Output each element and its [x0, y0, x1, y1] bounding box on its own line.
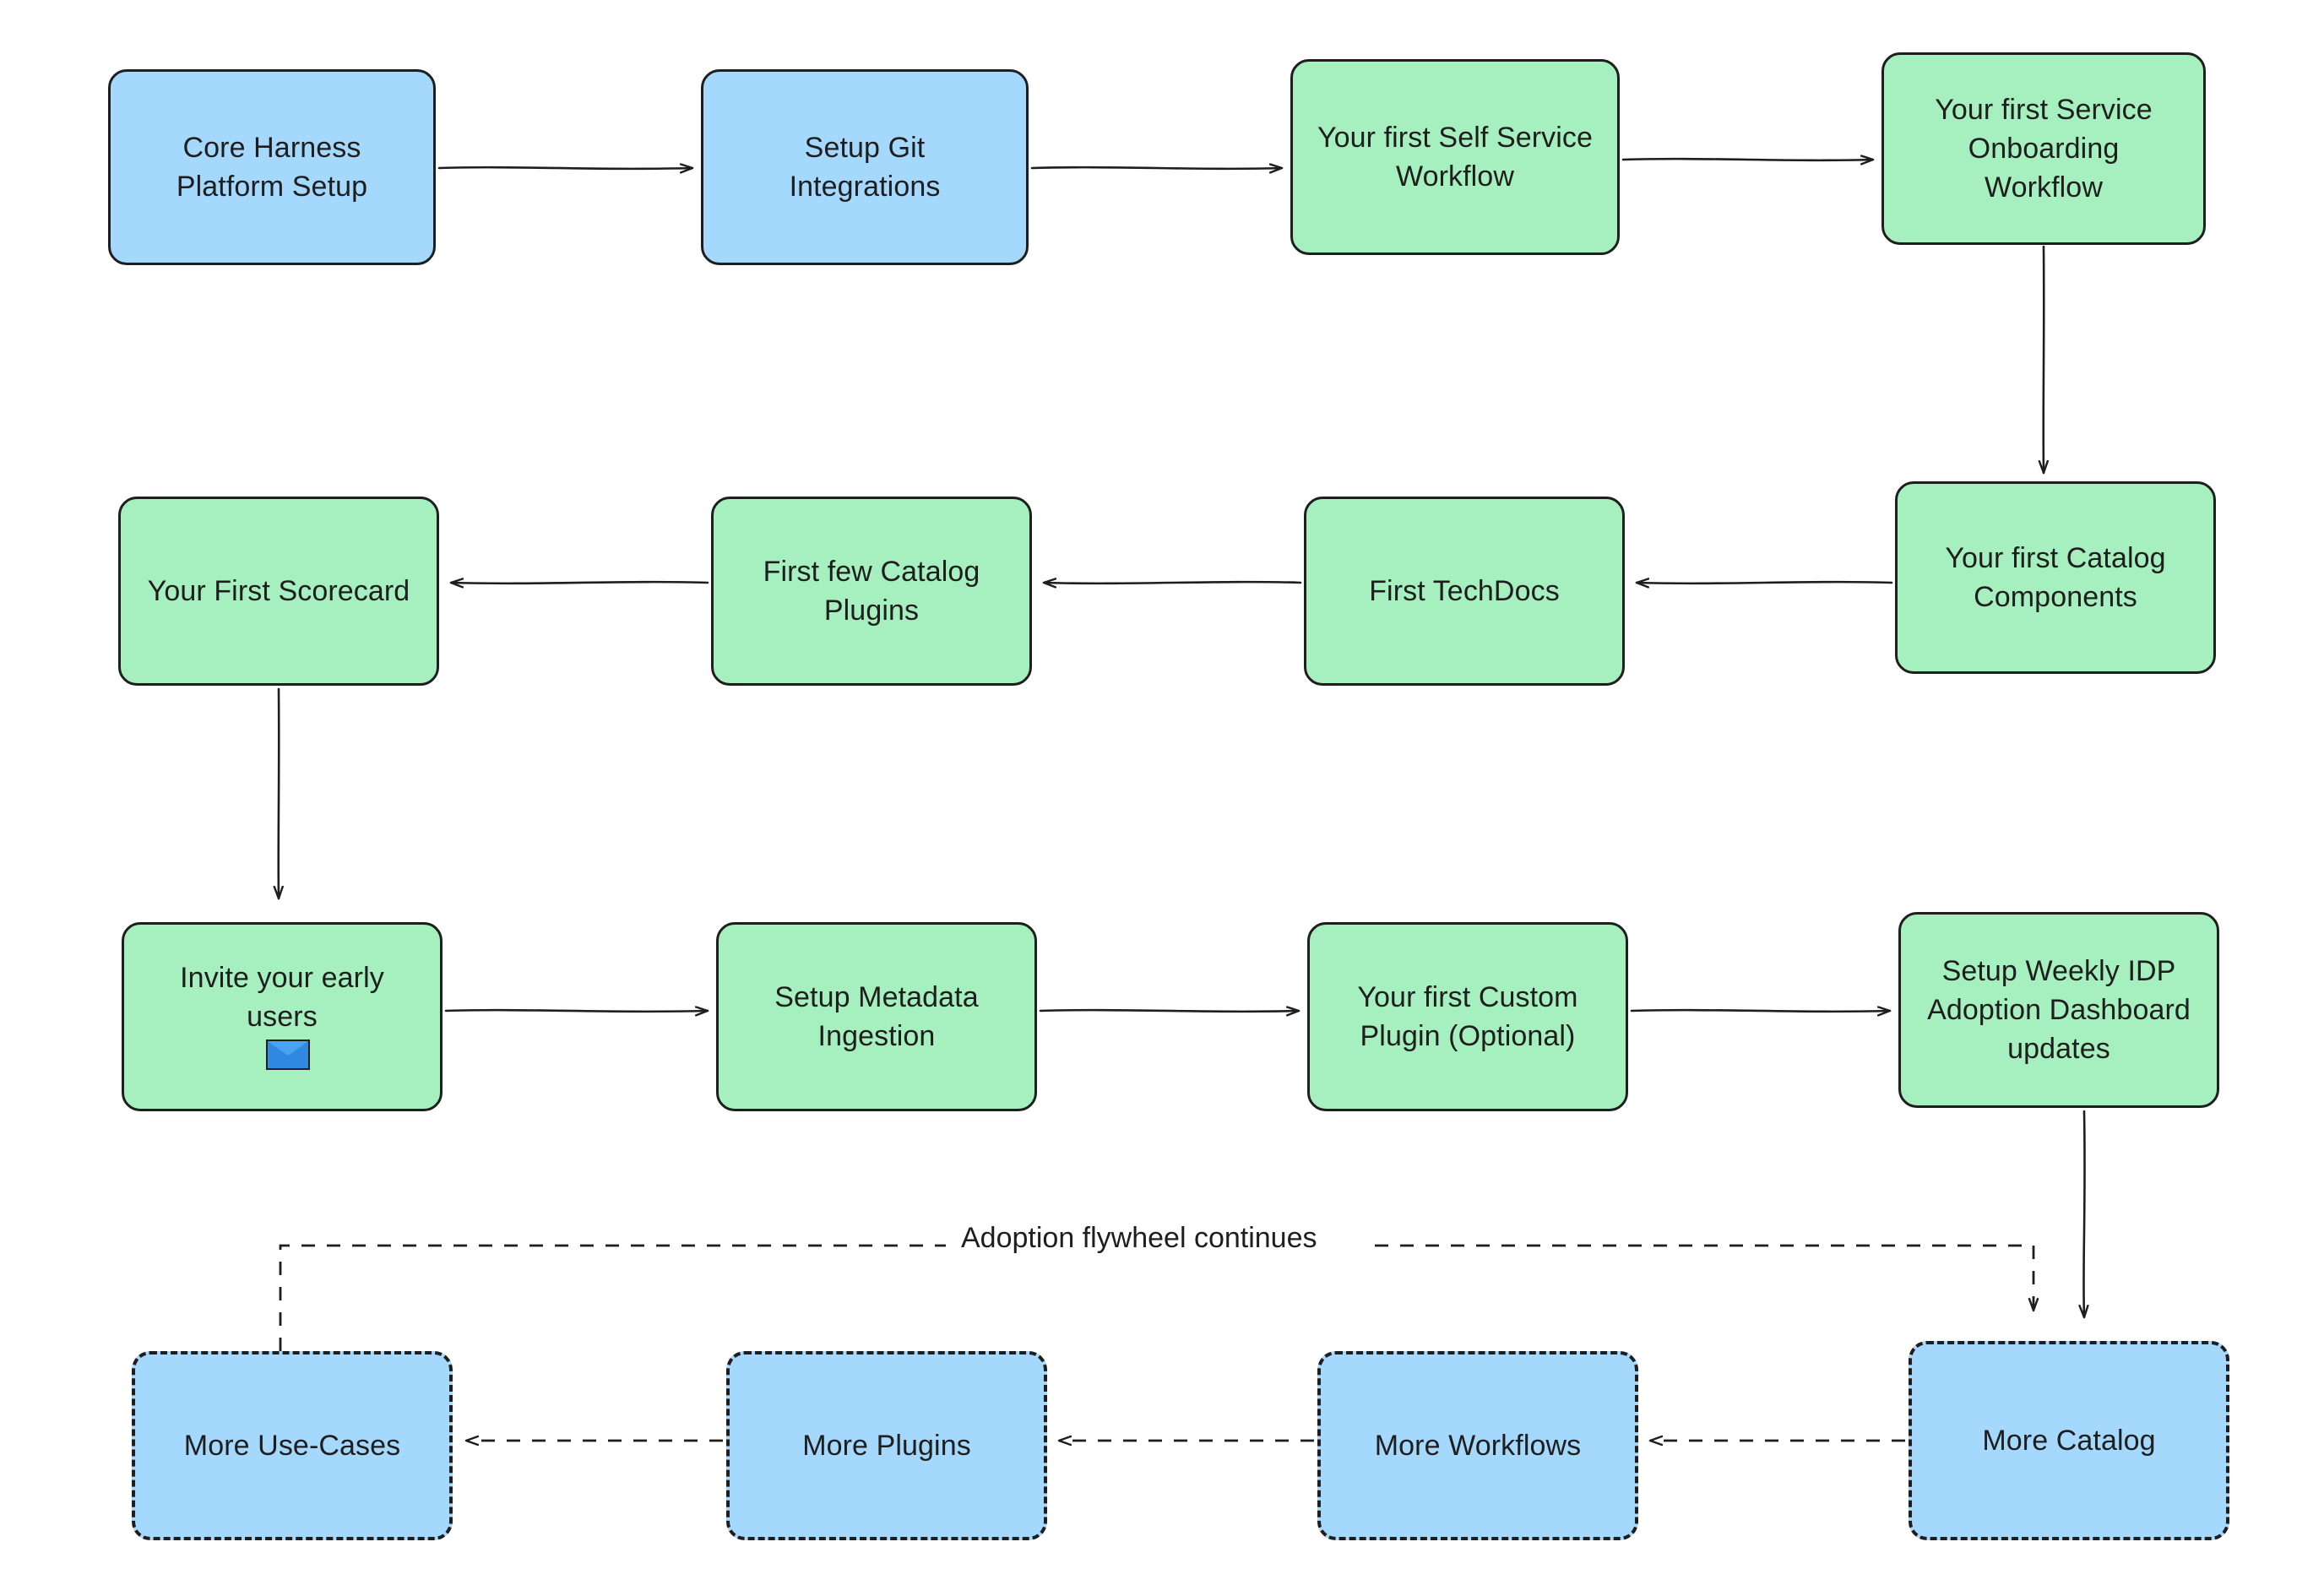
node-setup-git-integrations[interactable]: Setup Git Integrations [701, 69, 1029, 265]
edge-flywheel-loop-right [1375, 1244, 2033, 1311]
node-label: Invite your early users [180, 961, 384, 1033]
edge-selfservice-to-onboarding [1621, 159, 1875, 160]
edge-catalogcomponents-to-techdocs [1635, 582, 1893, 584]
node-first-few-catalog-plugins[interactable]: First few Catalog Plugins [711, 497, 1032, 686]
node-label: More Catalog [1982, 1424, 2156, 1457]
node-label: Your first Service Onboarding Workflow [1935, 93, 2153, 204]
edge-metadata-to-customplugin [1039, 1010, 1300, 1012]
node-your-first-scorecard[interactable]: Your First Scorecard [118, 497, 439, 686]
node-label: Setup Metadata Ingestion [774, 980, 979, 1052]
node-label-with-icon: Invite your early users [180, 958, 384, 1076]
node-label: First TechDocs [1369, 574, 1560, 607]
node-setup-weekly-idp-adoption-dashboard[interactable]: Setup Weekly IDP Adoption Dashboard upda… [1898, 912, 2219, 1108]
edge-core-to-git [437, 167, 694, 169]
node-label: Your first Custom Plugin (Optional) [1357, 980, 1578, 1052]
edge-scorecard-to-invite [279, 687, 280, 900]
node-label: Setup Git Integrations [789, 131, 941, 203]
node-your-first-custom-plugin[interactable]: Your first Custom Plugin (Optional) [1307, 922, 1628, 1111]
node-invite-your-early-users[interactable]: Invite your early users [122, 922, 443, 1111]
node-more-catalog[interactable]: More Catalog [1909, 1341, 2229, 1540]
node-more-use-cases[interactable]: More Use-Cases [132, 1351, 453, 1540]
node-your-first-catalog-components[interactable]: Your first Catalog Components [1895, 481, 2216, 674]
edge-label-adoption-flywheel-continues: Adoption flywheel continues [953, 1222, 1326, 1255]
node-label: More Use-Cases [183, 1429, 401, 1462]
edge-customplugin-to-idpdashboard [1630, 1010, 1892, 1012]
node-label: More Plugins [802, 1429, 971, 1462]
envelope-emoji-icon [265, 1040, 310, 1071]
edge-git-to-selfservice [1030, 167, 1284, 169]
edge-flywheel-loop [279, 1244, 946, 1351]
node-first-techdocs[interactable]: First TechDocs [1304, 497, 1625, 686]
edge-invite-to-metadata [444, 1010, 709, 1012]
node-label: More Workflows [1374, 1429, 1582, 1462]
node-more-workflows[interactable]: More Workflows [1317, 1351, 1638, 1540]
node-label: Core Harness Platform Setup [176, 131, 368, 203]
node-label: Your First Scorecard [147, 574, 410, 607]
node-label: Setup Weekly IDP Adoption Dashboard upda… [1927, 954, 2191, 1066]
node-your-first-self-service-workflow[interactable]: Your first Self Service Workflow [1290, 59, 1620, 255]
edge-idpdashboard-to-morecatalog [2083, 1110, 2084, 1319]
node-label: Your first Self Service Workflow [1317, 121, 1594, 193]
edge-catalogplugins-to-scorecard [449, 582, 709, 584]
node-label: First few Catalog Plugins [763, 555, 980, 627]
node-label: Your first Catalog Components [1945, 541, 2166, 613]
node-setup-metadata-ingestion[interactable]: Setup Metadata Ingestion [716, 922, 1037, 1111]
edge-techdocs-to-catalogplugins [1042, 582, 1302, 584]
node-more-plugins[interactable]: More Plugins [726, 1351, 1047, 1540]
node-your-first-service-onboarding-workflow[interactable]: Your first Service Onboarding Workflow [1881, 52, 2206, 245]
node-core-harness-platform-setup[interactable]: Core Harness Platform Setup [108, 69, 436, 265]
